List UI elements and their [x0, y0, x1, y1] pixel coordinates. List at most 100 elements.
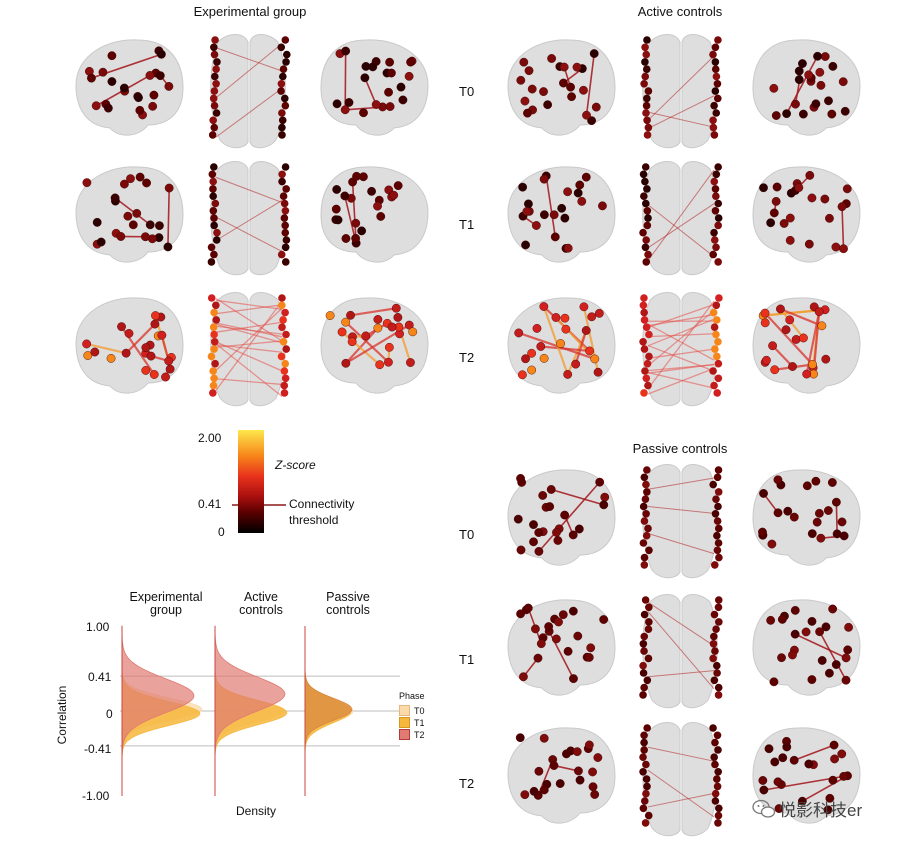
brain-node	[210, 250, 218, 259]
brain-node	[642, 323, 651, 331]
brain-node	[711, 647, 719, 655]
brain-node	[760, 318, 770, 328]
brain-node	[709, 123, 718, 132]
brain-left-lateral	[75, 39, 184, 136]
brain-node	[713, 775, 721, 783]
brain-node	[163, 242, 173, 252]
brain-node	[574, 766, 583, 776]
brain-node	[135, 105, 145, 115]
brain-node	[711, 510, 720, 518]
brain-node	[842, 184, 852, 194]
brain-node	[516, 609, 525, 619]
connection-edge	[794, 633, 847, 659]
brain-node	[639, 640, 648, 648]
y-axis-label: Correlation	[55, 685, 69, 745]
brain-node	[641, 72, 650, 81]
brain-node	[714, 258, 722, 266]
brain-node	[820, 52, 830, 61]
brain-node	[281, 243, 290, 252]
brain-node	[553, 536, 563, 545]
brain-node	[121, 348, 131, 358]
brain-node	[210, 123, 219, 132]
brain-node	[807, 675, 817, 685]
brain-node	[384, 342, 394, 352]
brain-node	[713, 531, 721, 540]
brain-node	[645, 352, 653, 361]
brain-node	[209, 323, 218, 331]
brain-node	[709, 367, 717, 375]
brain-node	[384, 357, 393, 367]
brain-node	[785, 315, 795, 325]
brain-node	[712, 495, 720, 503]
brain-node	[642, 789, 650, 798]
brain-node	[124, 329, 134, 338]
brain-node	[773, 777, 783, 787]
brain-node	[711, 760, 719, 769]
brain-node	[351, 218, 361, 228]
brain-node	[581, 326, 591, 335]
brain-node	[141, 366, 151, 375]
brain-node	[840, 106, 850, 116]
brain-node	[539, 174, 549, 184]
brain-node	[639, 539, 648, 547]
brain-node	[164, 82, 174, 91]
row-label-passive-t2: T2	[459, 776, 475, 791]
brain-node	[148, 101, 158, 111]
brain-node	[516, 75, 526, 85]
brain-node	[797, 796, 807, 806]
brain-node	[556, 339, 565, 348]
passive-controls-title: Passive controls	[632, 441, 728, 456]
brain-node	[281, 94, 289, 103]
brain-node	[207, 258, 216, 266]
brain-node	[527, 365, 537, 375]
connection-edge	[647, 611, 715, 690]
brain-node	[341, 234, 351, 243]
brain-node	[406, 358, 415, 367]
brain-node	[643, 221, 652, 230]
brain-node	[210, 338, 219, 346]
brain-dorsal	[639, 292, 723, 407]
brain-node	[212, 301, 220, 310]
brain-right-lateral	[752, 297, 861, 394]
brain-node	[642, 199, 650, 208]
brain-node	[517, 370, 527, 380]
brain-node	[802, 481, 812, 491]
brain-node	[87, 73, 96, 83]
brain-node	[373, 201, 382, 211]
connection-edge	[215, 47, 283, 72]
brain-node	[278, 170, 286, 179]
brain-node	[282, 330, 290, 339]
brain-node	[209, 367, 217, 375]
brain-left-lateral	[75, 297, 184, 394]
brain-node	[841, 653, 851, 663]
brain-node	[642, 65, 651, 73]
brain-node	[821, 622, 831, 632]
brain-node	[529, 520, 538, 530]
brain-node	[639, 170, 648, 179]
brain-left-lateral	[507, 297, 616, 394]
brain-node	[711, 789, 720, 798]
brain-node	[208, 170, 217, 179]
experimental-group-title: Experimental group	[193, 4, 307, 19]
brain-node	[277, 352, 286, 361]
brain-node	[773, 508, 783, 518]
brain-node	[518, 182, 528, 192]
connection-edge	[585, 53, 596, 116]
connection-edge	[647, 300, 715, 390]
brain-node	[522, 207, 532, 216]
brain-node	[813, 51, 822, 61]
brain-dorsal	[207, 161, 291, 276]
brain-node	[711, 58, 720, 66]
brain-node	[406, 57, 416, 67]
brain-node	[360, 73, 370, 83]
brain-node	[281, 36, 290, 44]
brain-node	[149, 90, 159, 100]
brain-node	[116, 232, 126, 241]
row-label-active-t1: T1	[459, 217, 475, 232]
brain-node	[828, 61, 838, 71]
brain-node	[807, 616, 817, 626]
brain-node	[644, 625, 653, 633]
brain-node	[145, 71, 155, 80]
brain-node	[396, 82, 406, 92]
